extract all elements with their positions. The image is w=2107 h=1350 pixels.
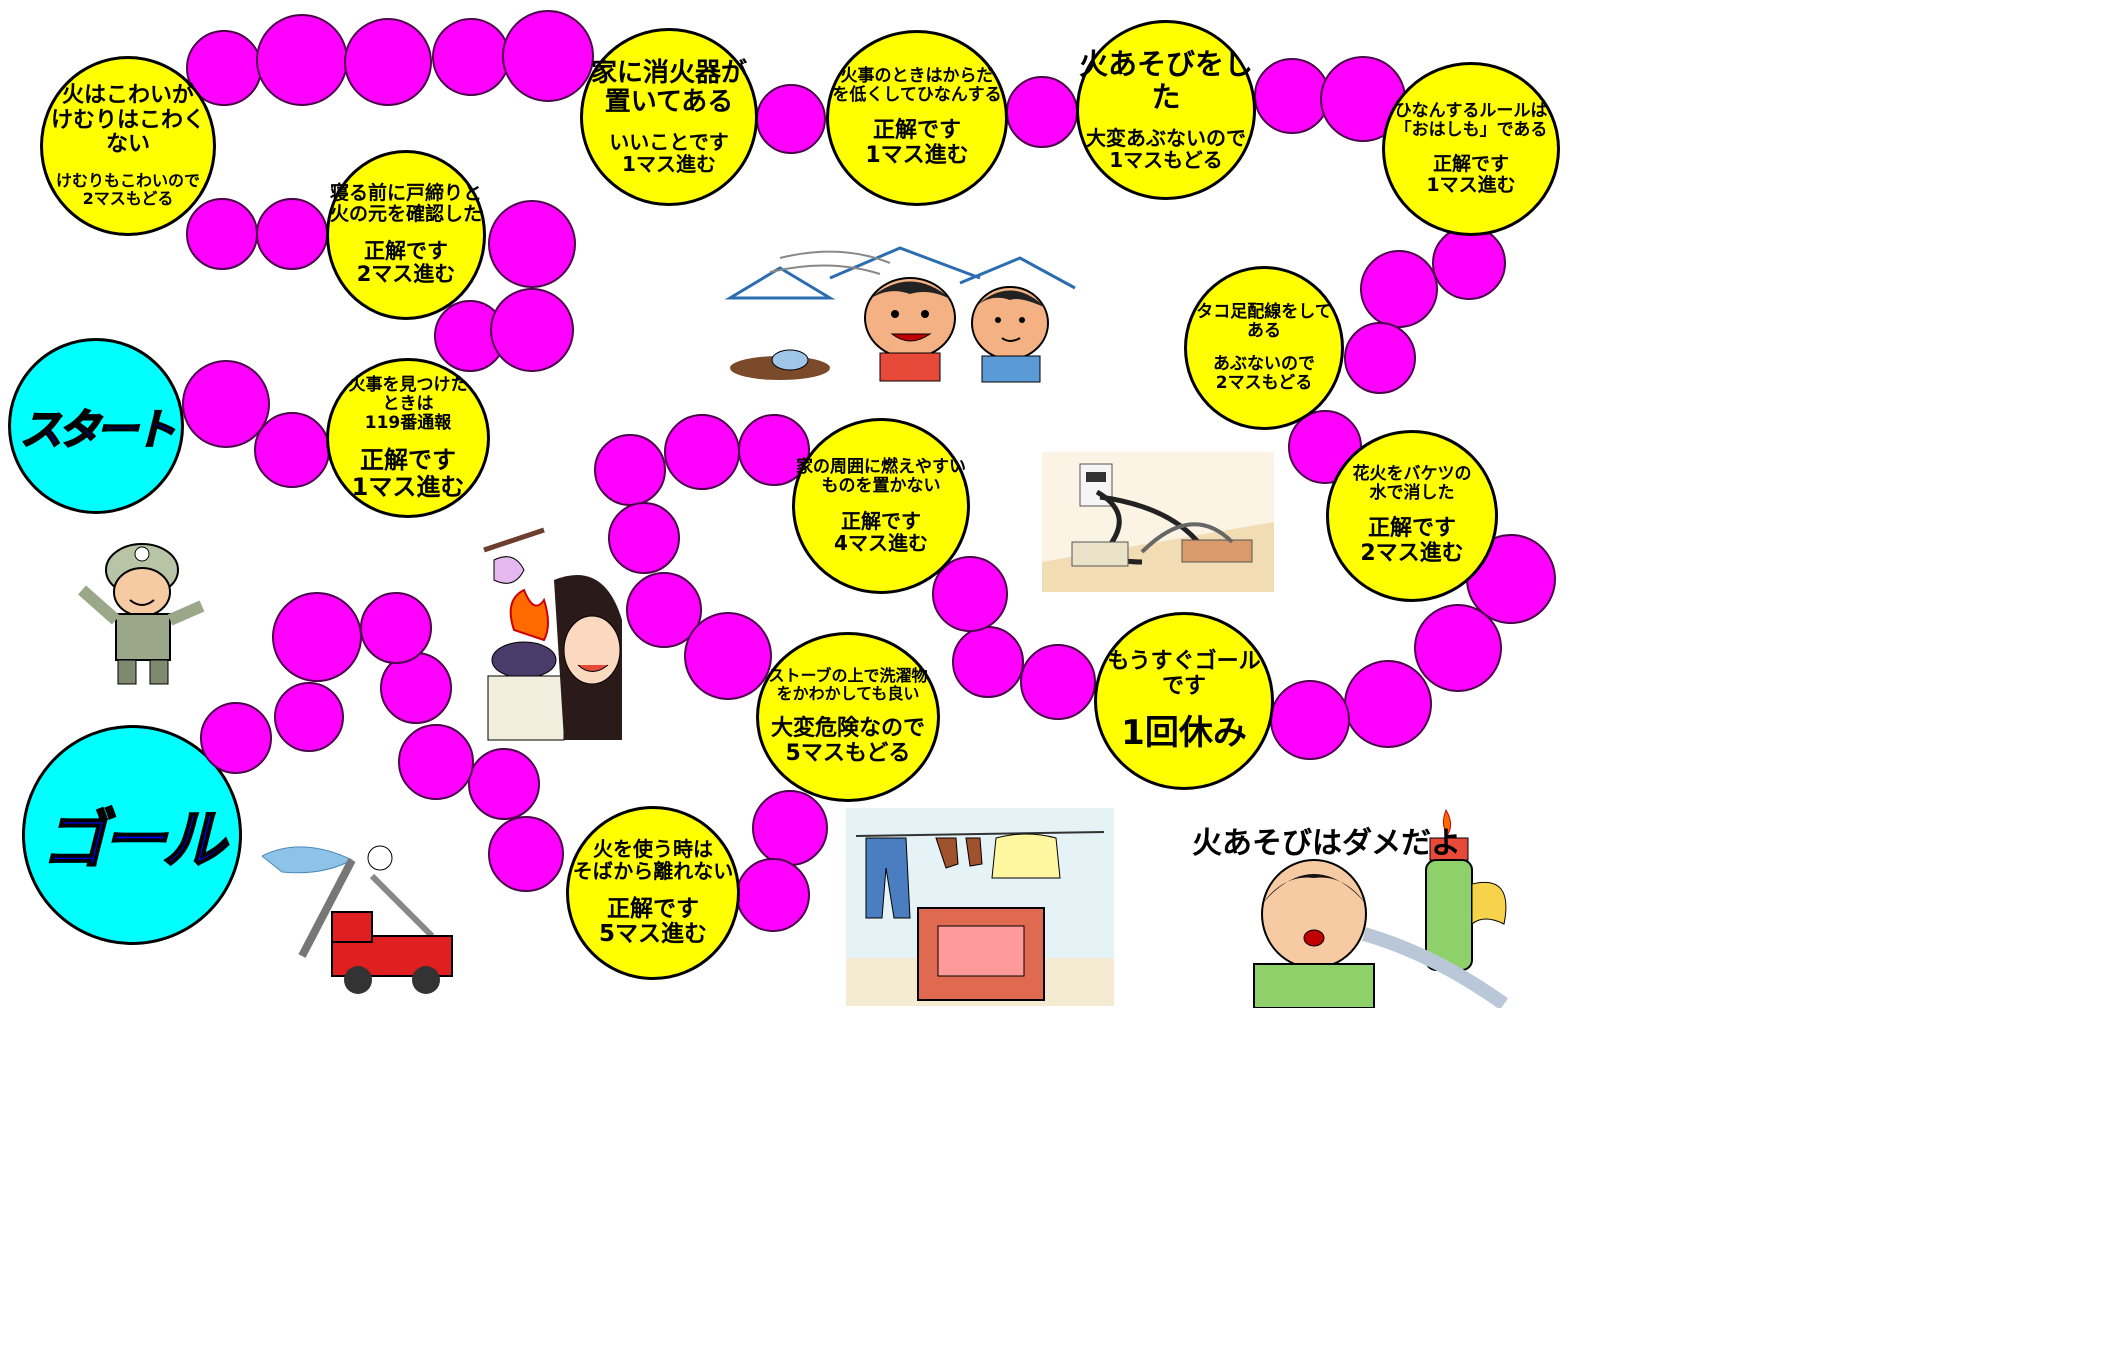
square-octopus-wiring[interactable]: タコ足配線をして ある あぶないので 2マスもどる	[1184, 266, 1344, 430]
path-dot[interactable]	[1344, 322, 1416, 394]
square-question: 寝る前に戸締りと 火の元を確認した	[329, 182, 482, 226]
laundry-stove-illustration	[846, 808, 1114, 1006]
start-label: スタート	[19, 404, 177, 455]
goal-space[interactable]: ゴール	[22, 725, 242, 945]
square-flammables[interactable]: 家の周囲に燃えやすい ものを置かない 正解です 4マス進む	[792, 418, 970, 594]
children-house-illustration	[724, 246, 1076, 383]
path-dot[interactable]	[344, 18, 432, 106]
square-almost-goal[interactable]: もうすぐゴール です 1回休み	[1094, 612, 1274, 790]
path-dot[interactable]	[1432, 226, 1506, 300]
path-dot[interactable]	[1360, 250, 1438, 328]
path-dot[interactable]	[932, 556, 1008, 632]
square-question: タコ足配線をして ある	[1196, 301, 1332, 341]
square-question: 家の周囲に燃えやすい ものを置かない	[796, 456, 966, 496]
path-dot[interactable]	[756, 84, 826, 154]
path-dot[interactable]	[594, 434, 666, 506]
path-dot[interactable]	[684, 612, 772, 700]
path-dot[interactable]	[468, 748, 540, 820]
path-dot[interactable]	[608, 502, 680, 574]
path-dot[interactable]	[1020, 644, 1096, 720]
path-dot[interactable]	[1254, 58, 1330, 134]
goal-label: ゴール	[41, 803, 227, 879]
square-result: 正解です 1マス進む	[351, 445, 465, 501]
path-dot[interactable]	[274, 682, 344, 752]
path-dot[interactable]	[254, 412, 330, 488]
path-dot[interactable]	[502, 10, 594, 102]
square-result: 1回休み	[1121, 712, 1247, 753]
path-dot[interactable]	[360, 592, 432, 664]
square-evacuate-low[interactable]: 火事のときはからだ を低くしてひなんする 正解です 1マス進む	[826, 30, 1008, 206]
square-question: 火事のときはからだ を低くしてひなんする	[832, 66, 1002, 106]
path-dot[interactable]	[490, 288, 574, 372]
square-result: 正解です 2マス進む	[356, 238, 456, 287]
fire-truck-illustration	[262, 845, 453, 994]
path-dot[interactable]	[182, 360, 270, 448]
path-dot[interactable]	[1006, 76, 1078, 148]
square-question: 家に消火器が 置いてある	[590, 57, 747, 117]
square-question: ひなんするルールは 「おはしも」である	[1394, 100, 1548, 140]
path-dot[interactable]	[272, 592, 362, 682]
path-dot[interactable]	[1270, 680, 1350, 760]
path-dot[interactable]	[1344, 660, 1432, 748]
square-question: 火を使う時は そばから離れない	[572, 836, 734, 884]
girl-phone-fire-illustration	[483, 527, 622, 741]
path-dot[interactable]	[488, 200, 576, 288]
square-result: 正解です 2マス進む	[1360, 516, 1464, 567]
square-result: あぶないので 2マスもどる	[1213, 354, 1315, 394]
square-result: 正解です 1マス進む	[865, 118, 969, 169]
square-extinguisher[interactable]: 家に消火器が 置いてある いいことです 1マス進む	[580, 28, 758, 206]
path-dot[interactable]	[200, 702, 272, 774]
start-space[interactable]: スタート	[8, 338, 184, 514]
square-stove-laundry[interactable]: ストーブの上で洗濯物 をかわかしても良い 大変危険なので 5マスもどる	[756, 632, 940, 802]
path-dot[interactable]	[398, 724, 474, 800]
square-smoke[interactable]: 火はこわいが けむりはこわくない けむりもこわいので 2マスもどる	[40, 56, 216, 236]
path-dot[interactable]	[1288, 410, 1362, 484]
firefighter-illustration	[78, 543, 205, 685]
square-lock-check[interactable]: 寝る前に戸締りと 火の元を確認した 正解です 2マス進む	[326, 150, 486, 320]
square-question: もうすぐゴール です	[1107, 649, 1261, 699]
caption-no-fire-play: 火あそびはダメだよ	[1192, 826, 1462, 861]
path-dot[interactable]	[1414, 604, 1502, 692]
path-dot[interactable]	[256, 198, 328, 270]
square-evac-rule[interactable]: ひなんするルールは 「おはしも」である 正解です 1マス進む	[1382, 62, 1560, 236]
square-fire-report[interactable]: 火事を見つけた ときは 119番通報 正解です 1マス進む	[326, 358, 490, 518]
square-question: 火あそびをした	[1079, 47, 1254, 114]
power-strip-illustration	[1042, 452, 1274, 592]
square-result: 正解です 1マス進む	[1426, 152, 1516, 197]
square-result: 正解です 4マス進む	[834, 508, 928, 556]
path-dot[interactable]	[186, 198, 258, 270]
square-fireworks[interactable]: 花火をバケツの 水で消した 正解です 2マス進む	[1326, 430, 1498, 602]
square-fire-play[interactable]: 火あそびをした 大変あぶないので 1マスもどる	[1076, 20, 1256, 200]
path-dot[interactable]	[736, 858, 810, 932]
path-dot[interactable]	[380, 652, 452, 724]
square-stay-near[interactable]: 火を使う時は そばから離れない 正解です 5マス進む	[566, 806, 740, 980]
path-dot[interactable]	[256, 14, 348, 106]
square-result: けむりもこわいので 2マスもどる	[55, 171, 200, 208]
path-dot[interactable]	[488, 816, 564, 892]
square-result: 大変あぶないので 1マスもどる	[1086, 126, 1246, 173]
square-result: 正解です 5マス進む	[598, 895, 707, 948]
path-dot[interactable]	[952, 626, 1024, 698]
square-result: 大変危険なので 5マスもどる	[770, 716, 925, 766]
square-question: 火はこわいが けむりはこわくない	[50, 83, 205, 158]
path-dot[interactable]	[752, 790, 828, 866]
boy-lighter-illustration	[1253, 808, 1509, 1008]
square-question: 花火をバケツの 水で消した	[1352, 464, 1472, 504]
square-question: 火事を見つけた ときは 119番通報	[348, 374, 468, 433]
square-result: いいことです 1マス進む	[609, 129, 729, 177]
path-dot[interactable]	[664, 414, 740, 490]
path-dot[interactable]	[432, 18, 510, 96]
square-question: ストーブの上で洗濯物 をかわかしても良い	[768, 666, 928, 704]
